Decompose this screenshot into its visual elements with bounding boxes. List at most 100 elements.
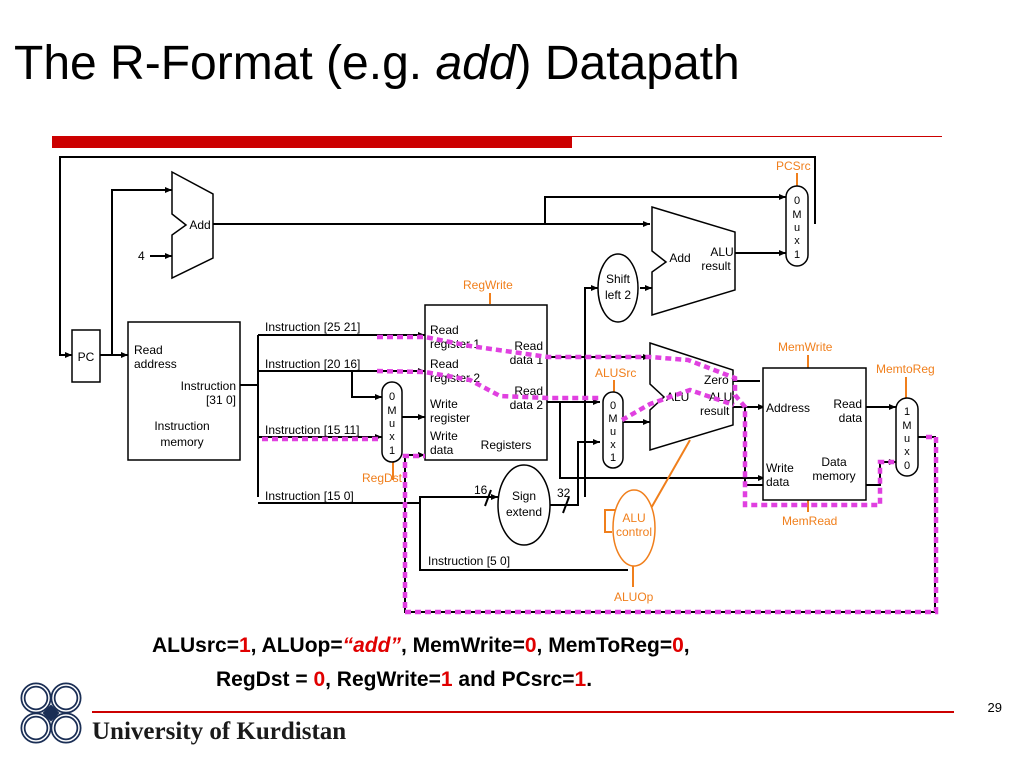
add1-label: Add — [189, 218, 210, 232]
sign-label-2: extend — [506, 505, 542, 519]
title-rule — [52, 136, 942, 137]
mux-mem-u: u — [904, 433, 910, 445]
mux-alusrc-m: M — [608, 413, 617, 425]
cap-alusrc-value: 1 — [238, 634, 251, 657]
cap-trail-2: . — [586, 668, 593, 691]
alusrc-mux: 0 M u x 1 — [602, 391, 624, 469]
constant-four: 4 — [138, 249, 145, 263]
reg-write-b: register — [430, 411, 470, 425]
active-path — [262, 334, 939, 615]
width-32-label: 32 — [557, 486, 571, 500]
university-name: University of Kurdistan — [92, 718, 347, 745]
alu-result-label: result — [700, 404, 730, 418]
branch-adder: Add ALU result — [651, 205, 736, 317]
main-alu: Zero ALU ALU result — [649, 341, 734, 452]
dmem-name-1: Data — [821, 455, 847, 469]
shift-label-2: left 2 — [605, 288, 631, 302]
reg-write-a: Write — [430, 397, 458, 411]
register-file: Read register 1 Read register 2 Write re… — [424, 304, 548, 461]
instr-25-21-label: Instruction [25 21] — [265, 320, 360, 334]
title-prefix: The R-Format (e.g. — [14, 37, 436, 90]
slide-title: The R-Format (e.g. add) Datapath — [14, 36, 740, 91]
memread-label: MemRead — [782, 514, 837, 528]
pc-source-mux: 0 M u x 1 — [785, 185, 809, 267]
reg-name: Registers — [481, 438, 532, 452]
imem-instruction-label: Instruction — [181, 379, 236, 393]
memtoreg-mux: 1 M u x 0 — [895, 397, 919, 477]
mux-alusrc-u: u — [610, 426, 616, 438]
add2-label: Add — [669, 251, 690, 265]
mux-pc-0: 0 — [794, 195, 800, 207]
title-emphasis: add — [435, 37, 516, 90]
imem-name-2: memory — [160, 435, 203, 449]
pc-label: PC — [78, 350, 95, 364]
imem-name-1: Instruction — [154, 419, 209, 433]
cap-alusrc-label: ALUsrc= — [152, 634, 239, 657]
imem-address-label: address — [134, 357, 177, 371]
aluctl-label-2: control — [616, 525, 652, 539]
title-suffix: ) Datapath — [515, 37, 740, 90]
add2-result-label: result — [701, 259, 731, 273]
mux-alusrc-x: x — [610, 439, 616, 451]
aluctl-label-1: ALU — [622, 511, 645, 525]
imem-bits-label: [31 0] — [206, 393, 236, 407]
pc-register: PC — [71, 329, 101, 383]
mux-mem-0: 0 — [904, 460, 910, 472]
mux-regdst-0: 0 — [389, 391, 395, 403]
cap-memwrite-value: 0 — [524, 634, 537, 657]
mux-regdst-m: M — [387, 405, 396, 417]
reg-rd2-a: Read — [514, 384, 543, 398]
width-16-label: 16 — [474, 483, 488, 497]
regwrite-label: RegWrite — [463, 278, 513, 292]
cap-aluop-label: , ALUop= — [250, 634, 343, 657]
mux-alusrc-0: 0 — [610, 400, 616, 412]
memwrite-label: MemWrite — [778, 340, 833, 354]
instr-5-0-label: Instruction [5 0] — [428, 554, 510, 568]
reg-wdata-a: Write — [430, 429, 458, 443]
control-wires — [392, 173, 907, 587]
caption-line-2: RegDst = 0, RegWrite=1 and PCsrc=1. — [216, 668, 1024, 692]
cap-pcsrc-value: 1 — [574, 668, 587, 691]
mux-mem-m: M — [902, 420, 911, 432]
shift-left-2: Shift left 2 — [597, 253, 639, 323]
sign-label-1: Sign — [512, 489, 536, 503]
data-memory: Address Read data Write data Data memory — [762, 367, 867, 501]
reg-rd1-b: data 1 — [510, 353, 544, 367]
dmem-write-a: Write — [766, 461, 794, 475]
dmem-data-label: data — [839, 411, 863, 425]
caption-line-1: ALUsrc=1, ALUop=“add”, MemWrite=0, MemTo… — [152, 634, 1024, 658]
instruction-memory: Read address Instruction [31 0] Instruct… — [127, 321, 241, 461]
reg-rd1-a: Read — [514, 339, 543, 353]
wires — [59, 156, 936, 613]
mux-alusrc-1: 1 — [610, 452, 616, 464]
cap-trail-1: , — [683, 634, 690, 657]
cap-regdst-label: RegDst = — [216, 668, 314, 691]
sign-extend: Sign extend — [497, 464, 551, 546]
alu-label: ALU — [666, 390, 689, 404]
cap-regdst-value: 0 — [313, 668, 326, 691]
mux-pc-x: x — [794, 235, 800, 247]
title-accent-bar — [52, 137, 572, 148]
instr-20-16-label: Instruction [20 16] — [265, 357, 360, 371]
dmem-write-b: data — [766, 475, 790, 489]
regdst-mux: 0 M u x 1 — [381, 381, 403, 463]
mux-regdst-x: x — [389, 431, 395, 443]
mux-pc-1: 1 — [794, 249, 800, 261]
reg-wdata-b: data — [430, 443, 454, 457]
memtoreg-label: MemtoReg — [876, 362, 935, 376]
mux-pc-m: M — [792, 209, 801, 221]
cap-pcsrc-label: and PCsrc= — [452, 668, 575, 691]
cap-memtoreg-value: 0 — [672, 634, 684, 657]
cap-regwrite-label: , RegWrite= — [325, 668, 441, 691]
cap-regwrite-value: 1 — [440, 668, 453, 691]
dmem-name-2: memory — [812, 469, 855, 483]
aluop-label: ALUOp — [614, 590, 654, 604]
reg-rd2-b: data 2 — [510, 398, 544, 412]
instr-15-0-label: Instruction [15 0] — [265, 489, 354, 503]
alusrc-label: ALUSrc — [595, 366, 636, 380]
footer-rule — [92, 711, 954, 713]
reg-read1-a: Read — [430, 323, 459, 337]
shift-label-1: Shift — [606, 272, 631, 286]
mux-mem-1: 1 — [904, 406, 910, 418]
